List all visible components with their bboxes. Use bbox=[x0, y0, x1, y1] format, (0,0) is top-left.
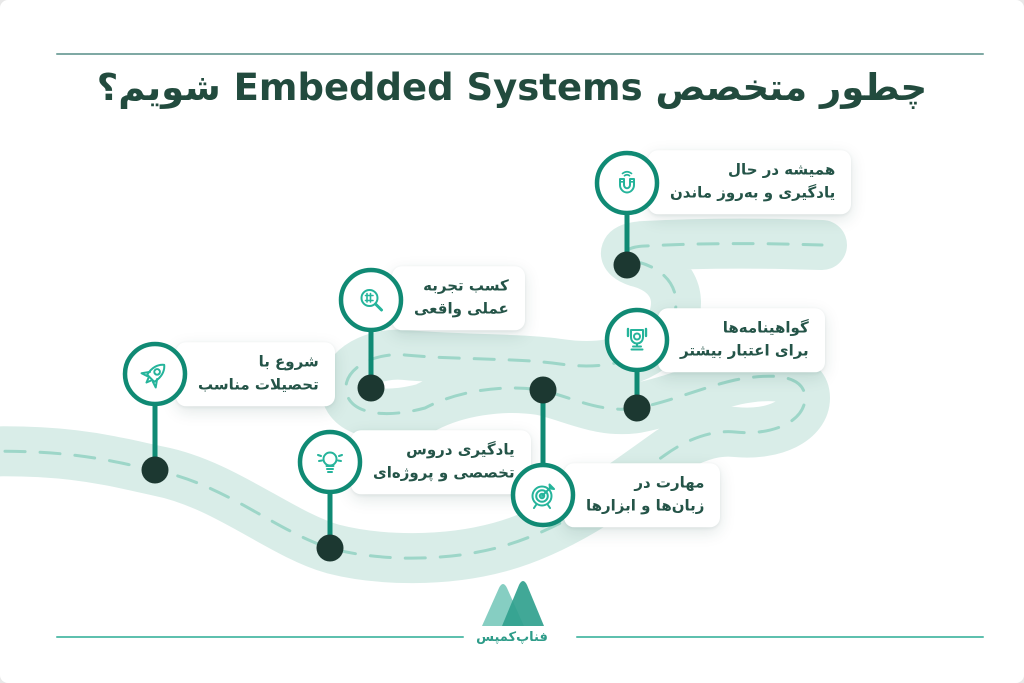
label-line: مهارت در bbox=[634, 473, 705, 492]
milestone-label-start-education: شروع با تحصیلات مناسب bbox=[176, 342, 335, 406]
label-line: کسب تجربه bbox=[423, 276, 509, 295]
top-divider-line bbox=[56, 53, 984, 55]
magnet-icon bbox=[619, 170, 635, 194]
label-line: زبان‌ها و ابزارها bbox=[586, 496, 705, 515]
label-line: گواهینامه‌ها bbox=[722, 318, 809, 337]
target-icon bbox=[531, 483, 555, 509]
milestone-label-always-learning: همیشه در حال یادگیری و به‌روز ماندن bbox=[648, 150, 852, 214]
brand-logo: فناپ‌کمپس bbox=[0, 576, 1024, 645]
road-waypoint-dot bbox=[141, 456, 169, 484]
road-waypoint-dot bbox=[623, 394, 651, 422]
milestone-label-languages-tools: مهارت در زبان‌ها و ابزارها bbox=[564, 463, 721, 527]
label-line: عملی واقعی bbox=[414, 299, 509, 318]
label-line: یادگیری و به‌روز ماندن bbox=[670, 183, 836, 202]
label-line: شروع با bbox=[258, 352, 319, 371]
label-line: همیشه در حال bbox=[728, 160, 836, 179]
road-waypoint-dot bbox=[613, 251, 641, 279]
milestone-label-certificates: گواهینامه‌ها برای اعتبار بیشتر bbox=[658, 308, 825, 372]
magnifier-icon bbox=[360, 289, 383, 312]
label-line: برای اعتبار بیشتر bbox=[680, 341, 809, 360]
brand-name: فناپ‌کمپس bbox=[476, 630, 548, 645]
label-line: تحصیلات مناسب bbox=[198, 375, 319, 394]
road-waypoint-dot bbox=[316, 534, 344, 562]
milestone-label-specialized-courses: یادگیری دروس تخصصی و پروژه‌ای bbox=[351, 430, 531, 494]
rocket-icon bbox=[140, 363, 166, 389]
page-title: چطور متخصص Embedded Systems شویم؟ bbox=[96, 66, 928, 109]
lightbulb-icon bbox=[317, 451, 343, 473]
road-waypoint-dot bbox=[529, 376, 557, 404]
bottom-divider-left bbox=[56, 636, 464, 638]
milestone-label-practical-experience: کسب تجربه عملی واقعی bbox=[392, 266, 525, 330]
label-line: تخصصی و پروژه‌ای bbox=[373, 463, 515, 482]
road-waypoint-dot bbox=[357, 374, 385, 402]
mountains-logo-icon bbox=[482, 581, 544, 626]
trophy-icon bbox=[626, 327, 648, 351]
bottom-divider-right bbox=[576, 636, 984, 638]
label-line: یادگیری دروس bbox=[406, 440, 515, 459]
